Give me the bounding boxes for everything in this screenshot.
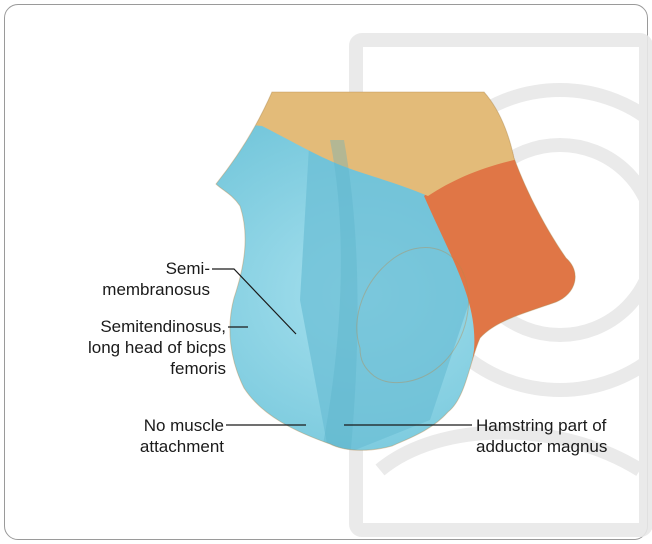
label-semitendinosus: Semitendinosus, long head of bicps femor… [14, 316, 226, 379]
bone-regions [200, 80, 652, 470]
label-semimembranosus: Semi- membranosus [60, 258, 210, 300]
label-no-muscle-attachment: No muscle attachment [44, 415, 224, 457]
label-adductor-magnus: Hamstring part of adductor magnus [476, 415, 646, 457]
